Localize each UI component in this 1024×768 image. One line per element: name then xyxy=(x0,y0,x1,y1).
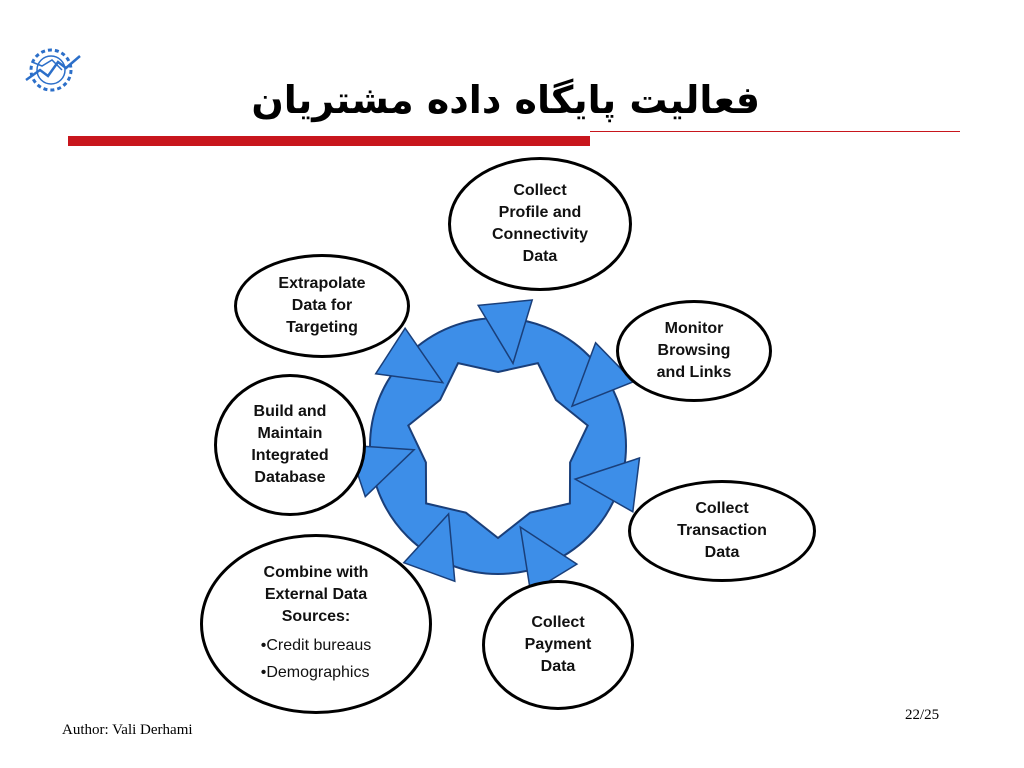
node-collect-payment: Collect Payment Data xyxy=(482,580,634,710)
node-collect-transaction: Collect Transaction Data xyxy=(628,480,816,582)
node-label: Combine with External Data Sources: xyxy=(263,564,369,625)
node-label: Monitor Browsing and Links xyxy=(656,320,732,381)
cycle-arrowhead xyxy=(476,299,534,366)
node-label: Collect Payment Data xyxy=(524,614,592,675)
slide-title: فعالیت پایگاه داده مشتریان xyxy=(251,78,760,122)
cycle-arrowhead xyxy=(573,456,641,514)
node-build-database: Build and Maintain Integrated Database xyxy=(214,374,366,516)
cycle-arrowhead xyxy=(519,525,579,594)
title-underline-thin xyxy=(590,131,960,132)
node-label: Build and Maintain Integrated Database xyxy=(251,403,329,486)
cycle-arrowhead xyxy=(402,512,456,583)
author-footer: Author: Vali Derhami xyxy=(62,722,193,738)
bullet-credit-bureaus: Credit bureaus xyxy=(261,632,371,659)
node-label: Collect Transaction Data xyxy=(677,500,767,561)
node-label: Extrapolate Data for Targeting xyxy=(278,275,366,336)
node-combine-external: Combine with External Data Sources: Cred… xyxy=(200,534,432,714)
node-extrapolate: Extrapolate Data for Targeting xyxy=(234,254,410,358)
title-underline-thick xyxy=(68,136,590,146)
cycle-arrowhead xyxy=(570,341,635,408)
bullet-demographics: Demographics xyxy=(261,659,372,686)
page-number: 22/25 xyxy=(905,707,940,723)
cycle-arrowhead xyxy=(374,326,445,384)
node-collect-profile: Collect Profile and Connectivity Data xyxy=(448,157,632,291)
university-gear-logo-icon xyxy=(25,48,81,92)
node-monitor-browsing: Monitor Browsing and Links xyxy=(616,300,772,402)
node-label: Collect Profile and Connectivity Data xyxy=(491,182,588,265)
bullet-list: Credit bureaus Demographics xyxy=(261,632,372,686)
